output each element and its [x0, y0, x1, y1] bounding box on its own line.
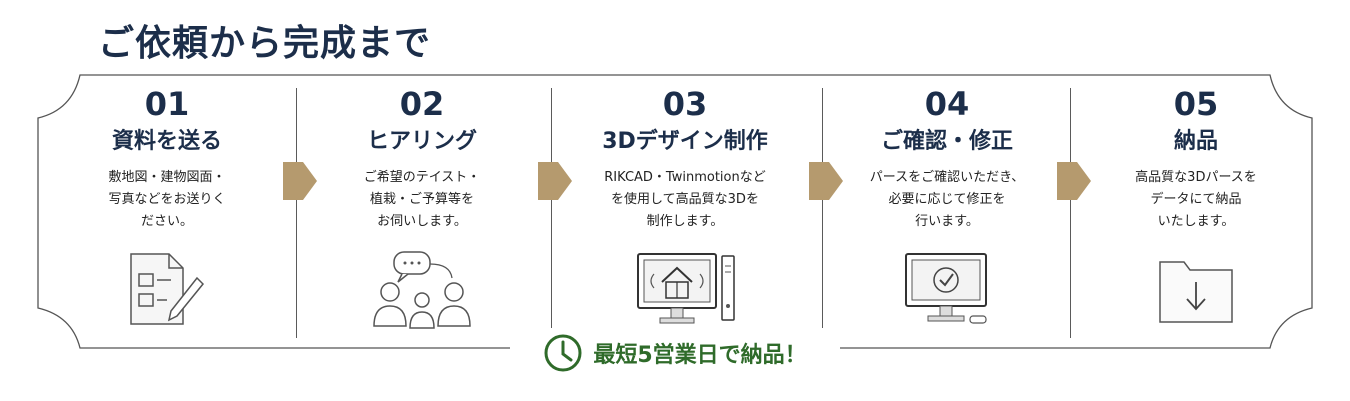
- step-description: RIKCAD・Twinmotionなど を使用して高品質な3Dを 制作します。: [604, 170, 766, 229]
- step-number: 04: [924, 85, 970, 123]
- step-arrow-icon: [809, 162, 843, 200]
- step-description: 敷地図・建物図面・ 写真などをお送りく ださい。: [108, 170, 226, 229]
- computer-house-design-icon: [637, 253, 735, 324]
- step-arrow-icon: [283, 162, 317, 200]
- step-02: 02 ヒアリング ご希望のテイスト・ 植栽・ご予算等を お伺いします。: [307, 85, 537, 329]
- step-number: 01: [144, 85, 190, 123]
- page-title: ご依頼から完成まで: [98, 23, 432, 64]
- document-pencil-icon: [130, 253, 205, 325]
- monitor-check-icon: [905, 253, 987, 324]
- step-divider: [551, 88, 552, 338]
- step-arrow-icon: [1057, 162, 1091, 200]
- step-arrow-icon: [538, 162, 572, 200]
- folder-download-icon: [1159, 261, 1233, 323]
- meeting-people-icon: [373, 251, 471, 329]
- step-description: 高品質な3Dパースを データにて納品 いたします。: [1135, 170, 1257, 229]
- step-divider: [1070, 88, 1071, 338]
- step-04: 04 ご確認・修正 パースをご確認いただき、 必要に応じて修正を 行います。: [832, 85, 1062, 324]
- step-description: ご希望のテイスト・ 植栽・ご予算等を お伺いします。: [363, 170, 481, 229]
- step-divider: [822, 88, 823, 338]
- step-number: 05: [1173, 85, 1219, 123]
- step-05: 05 納品 高品質な3Dパースを データにて納品 いたします。: [1081, 85, 1311, 323]
- step-01: 01 資料を送る 敷地図・建物図面・ 写真などをお送りく ださい。: [52, 85, 282, 325]
- step-divider: [296, 88, 297, 338]
- step-title: 資料を送る: [111, 129, 222, 154]
- delivery-badge: 最短5営業日で納品！: [510, 328, 840, 378]
- step-number: 02: [399, 85, 445, 123]
- step-title: ヒアリング: [366, 129, 477, 154]
- step-title: 3Dデザイン制作: [602, 129, 768, 154]
- clock-icon: [544, 334, 582, 372]
- step-title: 納品: [1173, 129, 1218, 154]
- step-title: ご確認・修正: [880, 129, 1013, 154]
- delivery-text: 最短5営業日で納品！: [593, 343, 807, 368]
- step-number: 03: [662, 85, 708, 123]
- step-03: 03 3Dデザイン制作 RIKCAD・Twinmotionなど を使用して高品質…: [570, 85, 800, 324]
- step-description: パースをご確認いただき、 必要に応じて修正を 行います。: [869, 170, 1025, 229]
